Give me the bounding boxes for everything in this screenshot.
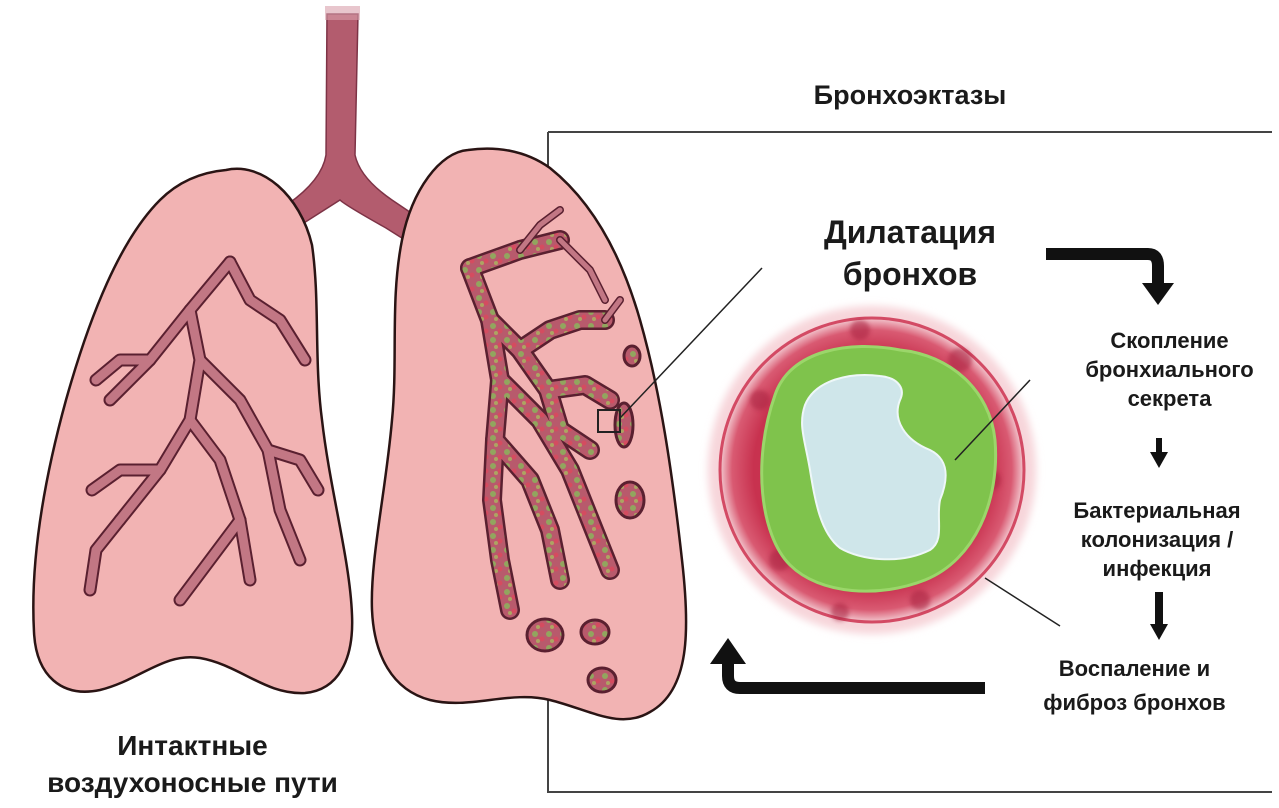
label-line: Бактериальная	[1035, 496, 1279, 525]
label-line: фиброз бронхов	[990, 686, 1279, 720]
label-bacterial-infection: Бактериальная колонизация / инфекция	[1035, 496, 1279, 583]
label-line: бронхиального	[1060, 355, 1279, 384]
label-line: колонизация /	[1035, 525, 1279, 554]
label-inflammation-fibrosis: Воспаление и фиброз бронхов	[990, 652, 1279, 720]
label-line: Интактные	[20, 728, 365, 765]
label-line: секрета	[1060, 384, 1279, 413]
diagram-title: Бронхоэктазы	[760, 80, 1060, 112]
label-secretion-accumulation: Скопление бронхиального секрета	[1060, 326, 1279, 413]
label-bronchial-dilation: Дилатация бронхов	[760, 212, 1060, 295]
label-line: Скопление	[1060, 326, 1279, 355]
bronchus-cross-section	[708, 306, 1036, 634]
label-line: бронхов	[760, 254, 1060, 296]
trachea-top	[325, 6, 360, 20]
label-intact-airways: Интактные воздухоносные пути	[20, 728, 365, 802]
label-line: воздухоносные пути	[20, 765, 365, 802]
label-line: инфекция	[1035, 554, 1279, 583]
label-line: Воспаление и	[990, 652, 1279, 686]
wall-leader-line	[985, 578, 1060, 626]
label-line: Дилатация	[760, 212, 1060, 254]
